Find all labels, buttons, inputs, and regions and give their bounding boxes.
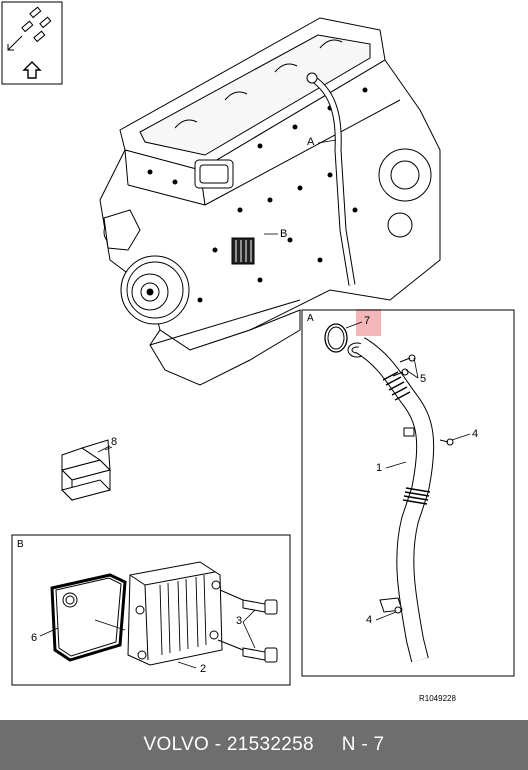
- callout-1: 1: [376, 462, 383, 474]
- reference-number: R1049228: [419, 694, 456, 703]
- callout-4-upper: 4: [472, 428, 479, 440]
- exploded-view-arrow-icon: [1, 1, 63, 85]
- footer-brand: VOLVO: [143, 734, 210, 755]
- callout-3: 3: [236, 615, 243, 627]
- detail-b-letter: B: [17, 539, 24, 550]
- callout-7: 7: [364, 315, 371, 327]
- detail-a-letter: A: [307, 313, 314, 324]
- parts-diagram: A B 7 5 4 1 4 8 6 3 2 A B R1049228: [1, 1, 515, 703]
- callout-6: 6: [31, 632, 38, 644]
- engine-breather-pipe: [306, 72, 356, 286]
- detail-a-frame: [301, 309, 515, 677]
- diagram-drawing: [1, 1, 515, 686]
- callout-8: 8: [111, 436, 118, 448]
- callout-engine-b: B: [280, 228, 288, 240]
- footer-gap: [314, 734, 342, 756]
- callout-5: 5: [420, 373, 427, 385]
- callout-2: 2: [200, 663, 207, 675]
- detail-a-parts: [324, 321, 471, 663]
- footer-position: N - 7: [341, 734, 385, 755]
- callout-4-lower: 4: [366, 614, 373, 626]
- callout-engine-a: A: [307, 136, 315, 148]
- engine-block: [99, 17, 441, 386]
- detail-b-frame: [11, 534, 291, 686]
- footer-bar: VOLVO - 21532258 N - 7: [0, 720, 528, 770]
- detail-b-parts: [39, 561, 278, 669]
- footer-part-number: 21532258: [226, 734, 314, 755]
- part-8-package: [61, 439, 113, 502]
- footer-separator: -: [209, 734, 227, 755]
